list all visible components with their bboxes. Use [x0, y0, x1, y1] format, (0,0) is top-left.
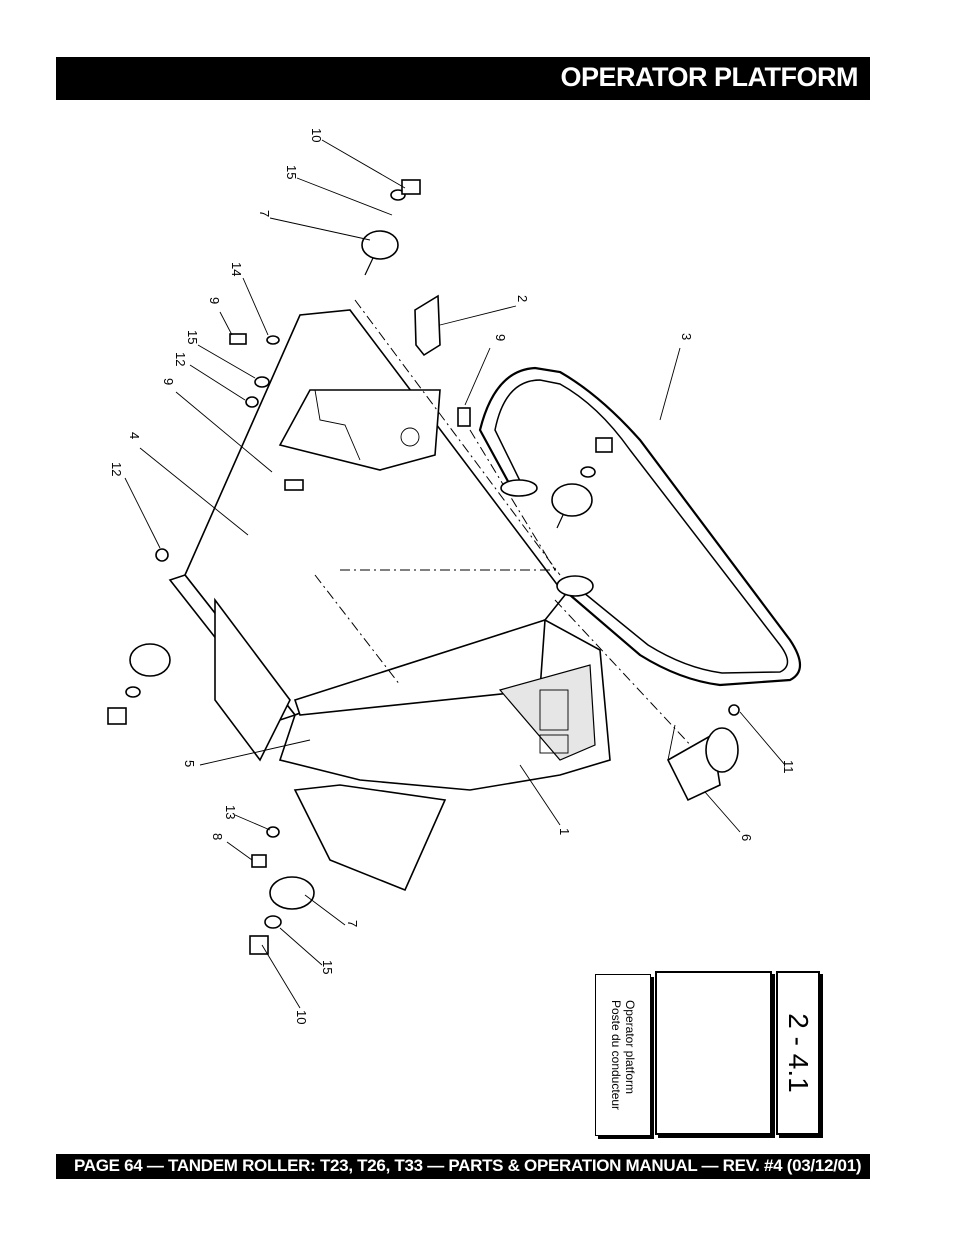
callout-13: 13	[223, 805, 238, 819]
centerline-3	[354, 299, 561, 576]
washer-15	[254, 376, 270, 388]
callout-1: 1	[557, 828, 572, 835]
caption-text: Operator platform Poste du conducteur	[609, 1000, 637, 1110]
callout-15-bottom: 15	[320, 960, 335, 974]
callout-4: 4	[127, 432, 142, 439]
footer-text: PAGE 64 — TANDEM ROLLER: T23, T26, T33 —…	[74, 1156, 862, 1175]
rubber-mount-right	[551, 437, 613, 529]
callout-10-bottom: 10	[294, 1010, 309, 1024]
callout-2: 2	[515, 295, 530, 302]
seat-mount-hole	[400, 427, 420, 447]
callout-9-right: 9	[493, 334, 508, 341]
footer-bar: PAGE 64 — TANDEM ROLLER: T23, T26, T33 —…	[56, 1154, 870, 1179]
handrail	[478, 366, 802, 687]
callout-9-middle: 9	[161, 378, 176, 385]
caption-english: Operator platform	[623, 999, 637, 1095]
callout-labels: 10 15 7 14 9 15 12 9 4 12 2 9 3 5 13 8 7…	[109, 128, 796, 1024]
bolt-9-middle	[284, 479, 304, 491]
page-title: OPERATOR PLATFORM	[560, 62, 859, 92]
platform-step	[293, 784, 447, 892]
callout-15-middle: 15	[185, 330, 200, 344]
centerline-4	[469, 429, 556, 571]
callout-7-bottom: 7	[345, 920, 360, 927]
callout-9-upper: 9	[207, 297, 222, 304]
bolt-9-top	[229, 333, 247, 345]
seat-mount-plate	[278, 389, 441, 471]
callout-11: 11	[781, 760, 796, 774]
reference-caption: Operator platform Poste du conducteur	[595, 974, 651, 1136]
callout-12-lower: 12	[109, 462, 124, 476]
callout-7-top: 7	[257, 210, 272, 217]
bracket-2	[414, 294, 441, 357]
callout-10-top: 10	[309, 128, 324, 142]
nut-12-top	[245, 396, 259, 408]
reference-page-code: 2 - 4.1	[783, 1013, 814, 1093]
platform-left-wall	[214, 597, 291, 762]
platform-assembly	[168, 299, 696, 892]
handrail-foot-bottom	[556, 575, 594, 597]
callout-5: 5	[182, 760, 197, 767]
platform-front-lip	[293, 618, 546, 716]
handrail-foot-top	[500, 479, 538, 497]
callout-3: 3	[679, 333, 694, 340]
nut-12-left	[155, 548, 169, 562]
frame-cutout-2	[539, 734, 569, 754]
callout-15-top: 15	[284, 165, 299, 179]
rubber-mount-bottom	[249, 876, 315, 955]
callout-8: 8	[210, 833, 225, 840]
bolt-9-right	[457, 407, 471, 427]
rubber-mount-top	[361, 179, 421, 276]
caption-french: Poste du conducteur	[609, 999, 623, 1111]
seat-mount-fold	[314, 389, 361, 461]
callout-12-upper: 12	[173, 352, 188, 366]
washer-14	[266, 335, 280, 345]
callout-14: 14	[229, 262, 244, 276]
bracket-6	[666, 724, 739, 802]
centerline-2	[314, 574, 401, 686]
washer-13	[266, 826, 280, 838]
screw-11	[728, 704, 740, 716]
reference-thumbnail-frame	[655, 971, 772, 1135]
callout-6: 6	[739, 834, 754, 841]
rubber-mount-left	[107, 643, 171, 725]
reference-page-code-box: 2 - 4.1	[776, 971, 820, 1135]
bolt-8	[251, 854, 267, 868]
header-bar: OPERATOR PLATFORM	[56, 57, 870, 100]
centerline-5	[554, 599, 696, 751]
frame-cutout-1	[539, 689, 569, 731]
leader-lines	[124, 139, 786, 1009]
hardware-fasteners	[155, 333, 740, 868]
